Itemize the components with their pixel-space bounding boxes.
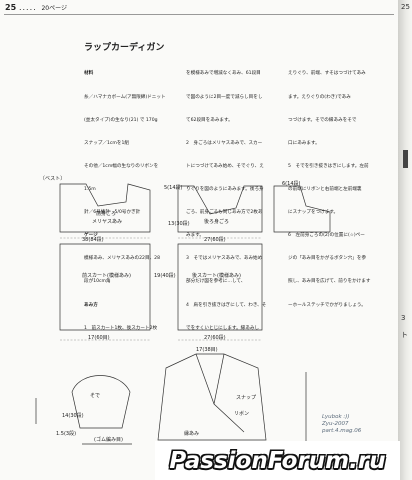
back-bodice-outline bbox=[177, 185, 263, 233]
dim-6: 6(14段) bbox=[282, 181, 301, 187]
pattern-title: ラップカーディガン bbox=[84, 43, 165, 53]
dim-19: 19(40段) bbox=[154, 273, 176, 279]
page-header: 25 ..... 20ページ bbox=[5, 3, 67, 12]
knitting-schematic bbox=[35, 183, 331, 446]
dim-15: 1.5(3段) bbox=[56, 431, 77, 437]
watermark: Lyubok :)) Zyu-2007 part.4.mag.06 bbox=[322, 414, 361, 435]
side-page-number: 25 bbox=[401, 3, 410, 11]
method-line: でをすくいとじにします。縁あみし bbox=[186, 325, 260, 331]
dim-5: 5(14段) bbox=[164, 185, 183, 191]
method-line: にスナップをつけます。 bbox=[288, 210, 339, 216]
back-skirt-label: 後スカート(模様あみ) bbox=[192, 273, 241, 279]
method-line: えりぐり、前端、すそはつづけてあみ bbox=[288, 71, 366, 77]
snap-label: スナップ bbox=[236, 395, 257, 401]
materials-line: 針／6号棒針 5/0号かぎ針 bbox=[84, 210, 141, 216]
watermark-line: Zyu-2007 bbox=[322, 421, 349, 427]
materials-line: その他／1cm幅の生なりのリボンを bbox=[84, 163, 159, 169]
method-line: 3 そではメリヤスあみで、あみ始め bbox=[186, 256, 263, 262]
method-line: で図のように2目一度で減らし目をし bbox=[186, 94, 263, 100]
materials-heading: 材料 bbox=[84, 71, 94, 77]
method-heading: あみ方 bbox=[84, 302, 98, 308]
side-section-number: 3 bbox=[401, 314, 406, 322]
wrap-front-line bbox=[195, 353, 245, 433]
dim-38: 38(84段) bbox=[82, 237, 104, 243]
method-line: りぐりを図のようにあみます。後ろ身 bbox=[186, 186, 264, 192]
magazine-page bbox=[0, 0, 400, 480]
back-label: 後ろ身ごろ bbox=[204, 219, 230, 225]
front-label: 前身ごろ bbox=[96, 211, 117, 217]
page-number: 25 bbox=[5, 3, 17, 12]
materials-line: 糸／ハマナカボーム(ア無限綿)ドニット bbox=[84, 94, 166, 100]
method-line: みます。 bbox=[186, 233, 204, 239]
header-page-ref: 20ページ bbox=[41, 5, 67, 12]
method-line: 口にあみます。 bbox=[288, 140, 320, 146]
dim-14: 14(30段) bbox=[62, 413, 84, 419]
ribbon-label: リボン bbox=[234, 411, 250, 417]
watermark-line: part.4.mag.06 bbox=[322, 428, 362, 434]
sleeve-outline bbox=[71, 375, 131, 429]
method-line: トにつづけてあみ始め、そでぐり、え bbox=[186, 163, 264, 169]
front-skirt-label: 前スカート(模様あみ) bbox=[82, 273, 131, 279]
method-line: 6 左前身ごろの(2)の位置に(☆)ペー bbox=[288, 233, 365, 239]
dim-13: 13(30段) bbox=[168, 221, 190, 227]
meriyas-label: メリヤスあみ bbox=[92, 219, 123, 225]
front-skirt-outline bbox=[59, 243, 151, 331]
instructions-column-1: 材料 糸／ハマナカボーム(ア無限綿)ドニット (並太タイプ)の生なり(21) で… bbox=[84, 55, 184, 340]
method-line: 照し、あみ目を広げて、前りをかけます bbox=[288, 279, 371, 285]
watermark-line: Lyubok :)) bbox=[322, 414, 350, 420]
site-banner-text: PassionForum.ru bbox=[169, 447, 386, 474]
materials-line: 1.5m bbox=[84, 186, 96, 192]
method-line: ーホールステッチでかがりましょう。 bbox=[288, 302, 366, 308]
method-line: 5 そでを引き抜きはぎにします。左前 bbox=[288, 163, 369, 169]
header-rule bbox=[4, 14, 394, 15]
sleeve-label: そで bbox=[90, 393, 101, 399]
method-line: ごろ、前身ごろも同じあみ方で2枚あ bbox=[186, 210, 263, 216]
method-line: ジの「あみ目をかがるボタン穴」を参 bbox=[288, 256, 367, 262]
header-dots: ..... bbox=[18, 3, 37, 12]
vest-label: 〔ベスト〕 bbox=[40, 176, 66, 182]
dim-27b: 27(60段) bbox=[204, 335, 226, 341]
gauge-line: 段が10cm角 bbox=[84, 279, 111, 285]
right-front-outline bbox=[273, 185, 331, 233]
page-gutter bbox=[398, 0, 412, 480]
side-tab-marker bbox=[403, 150, 408, 168]
method-line: 4 肩を引き抜きはぎにして、わき、そ bbox=[186, 302, 267, 308]
gauge-line: 模様あみ、メリヤスあみの22目、28 bbox=[84, 256, 161, 262]
front-bodice-outline bbox=[59, 183, 151, 233]
materials-line: スナップ／1cmを1組 bbox=[84, 140, 130, 146]
instructions-column-2: を模様あみで増減なくあみ、61段目 で図のように2目一度で減らし目をし て62段… bbox=[186, 55, 286, 340]
instructions-column-3: えりぐり、前端、すそはつづけてあみ ます。えりぐりの(わき)であみ つづけます。… bbox=[288, 55, 392, 317]
sleeve-cast-label: (ゴム編み目) bbox=[94, 437, 123, 443]
gauge-heading: ゲージ bbox=[84, 233, 98, 239]
dim-27a: 27(60段) bbox=[204, 237, 226, 243]
materials-line: (並太タイプ)の生なり(21) で 170g bbox=[84, 117, 158, 123]
side-section-label: ト bbox=[401, 331, 408, 339]
collar-line bbox=[213, 353, 225, 405]
back-skirt-outline bbox=[177, 243, 263, 331]
method-line: て62段目をあみます。 bbox=[186, 117, 233, 123]
method-line: 1 前スカート1枚、後スカート2枚 bbox=[84, 325, 158, 331]
method-line: 部分だけ図を参考に…して、 bbox=[186, 279, 246, 285]
method-line: 2 身ごろはメリヤスあみで、スカー bbox=[186, 140, 263, 146]
method-line: ます。えりぐりの(わき)であみ bbox=[288, 94, 351, 100]
dim-17: 17(60目) bbox=[88, 335, 110, 341]
method-line: を模様あみで増減なくあみ、61段目 bbox=[186, 71, 261, 77]
edge-label: 縁あみ bbox=[184, 431, 200, 437]
method-line: つづけます。そでの縁あみをそで bbox=[288, 117, 357, 123]
site-banner[interactable]: PassionForum.ru bbox=[155, 441, 400, 480]
collar-dim: 17(38目) bbox=[196, 347, 218, 353]
method-line: の前端にリボンと右前端と左前端裏 bbox=[288, 186, 362, 192]
